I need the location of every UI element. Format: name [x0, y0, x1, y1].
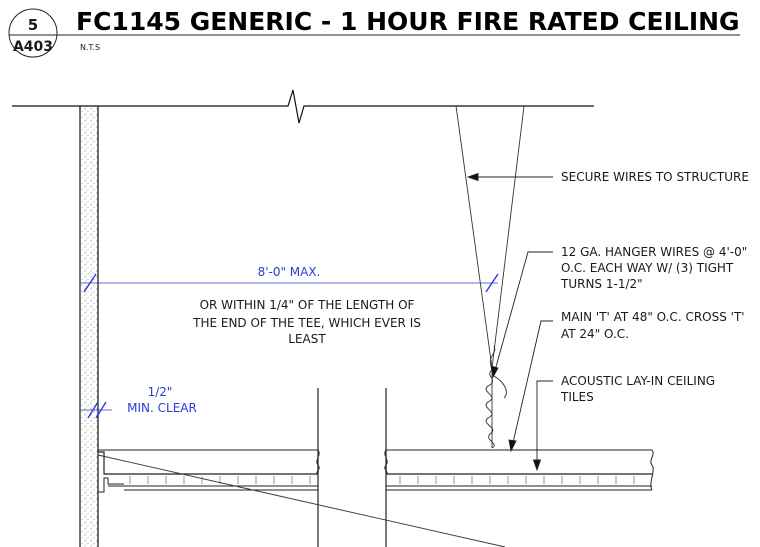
span-note: OR WITHIN 1/4" OF THE LENGTH OF THE END … [192, 298, 421, 346]
note-hanger-wires-2: O.C. EACH WAY W/ (3) TIGHT [561, 261, 734, 275]
detail-bubble [8, 8, 58, 58]
notes: SECURE WIRES TO STRUCTURE 12 GA. HANGER … [560, 170, 749, 404]
note-secure-wires: SECURE WIRES TO STRUCTURE [561, 170, 749, 184]
clearance-dimension: 1/2" MIN. CLEAR [80, 385, 197, 419]
note-main-tee-2: AT 24" O.C. [561, 327, 629, 341]
span-note-line-1: OR WITHIN 1/4" OF THE LENGTH OF [200, 298, 415, 312]
note-hanger-wires-3: TURNS 1-1/2" [560, 277, 643, 291]
structure-line [12, 89, 594, 124]
section-cut-line [97, 454, 506, 547]
note-main-tee-1: MAIN 'T' AT 48" O.C. CROSS 'T' [561, 310, 745, 324]
note-hanger-wires-1: 12 GA. HANGER WIRES @ 4'-0" [561, 245, 747, 259]
leaders [466, 172, 553, 472]
page-title: FC1145 GENERIC - 1 HOUR FIRE RATED CEILI… [76, 7, 740, 36]
ceiling-assembly-right [384, 388, 654, 547]
detail-number: 5 [28, 16, 38, 34]
scale-label: N.T.S [80, 43, 100, 52]
ceiling-assembly-left [98, 388, 320, 547]
sheet-number: A403 [13, 39, 53, 55]
clearance-label-1: 1/2" [148, 385, 173, 399]
span-dimension: 8'-0" MAX. [80, 265, 499, 293]
title-block: 5 A403 FC1145 GENERIC - 1 HOUR FIRE RATE… [8, 7, 740, 58]
span-note-line-3: LEAST [288, 332, 326, 346]
clearance-label-2: MIN. CLEAR [127, 401, 197, 415]
span-dimension-label: 8'-0" MAX. [258, 265, 321, 279]
note-acoustic-tiles-1: ACOUSTIC LAY-IN CEILING [561, 374, 715, 388]
wall [79, 106, 99, 547]
note-acoustic-tiles-2: TILES [560, 390, 594, 404]
hanger-wire [455, 105, 525, 449]
span-note-line-2: THE END OF THE TEE, WHICH EVER IS [192, 316, 421, 330]
